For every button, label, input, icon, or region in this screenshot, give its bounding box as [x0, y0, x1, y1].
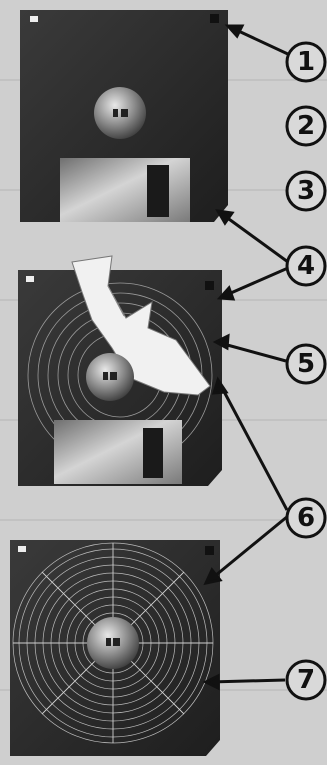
corner-notch-icon-2	[205, 281, 214, 290]
hub-spindle-hole-icon	[113, 109, 118, 117]
arrow-4b	[224, 268, 288, 296]
callout-label-5: 5	[286, 344, 326, 384]
arrowhead-1	[228, 26, 242, 36]
corner-notch-icon-3	[205, 546, 214, 555]
callout-label-3: 3	[286, 171, 326, 211]
floppy-closed	[20, 10, 228, 222]
callout-label-2: 2	[286, 106, 326, 146]
arrow-7	[210, 680, 285, 682]
corner-notch-icon	[210, 14, 219, 23]
floppy-peeled	[18, 256, 222, 486]
floppy-open	[10, 540, 220, 756]
hub-drive-hole-icon	[121, 109, 128, 117]
shutter-window-middle	[143, 428, 163, 478]
metal-shutter-top	[60, 158, 190, 222]
write-protect-hole-icon-3	[18, 546, 26, 552]
callout-label-7: 7	[286, 660, 326, 700]
hub-drive-hole-icon-3	[113, 638, 120, 646]
hub-spindle-hole-icon-2	[103, 372, 108, 380]
write-protect-hole-icon-2	[26, 276, 34, 282]
arrow-4a	[222, 214, 288, 262]
callout-label-4: 4	[286, 246, 326, 286]
shutter-window-top	[147, 165, 169, 217]
callout-label-6: 6	[286, 498, 326, 538]
arrow-5	[220, 343, 286, 361]
hub-spindle-hole-icon-3	[106, 638, 111, 646]
write-protect-hole-icon	[30, 16, 38, 22]
callout-label-1: 1	[286, 42, 326, 82]
arrow-6b	[210, 516, 288, 580]
arrow-6a	[220, 384, 287, 510]
hub-drive-hole-icon-2	[110, 372, 117, 380]
arrow-1	[232, 28, 290, 55]
hub-top	[94, 87, 146, 139]
